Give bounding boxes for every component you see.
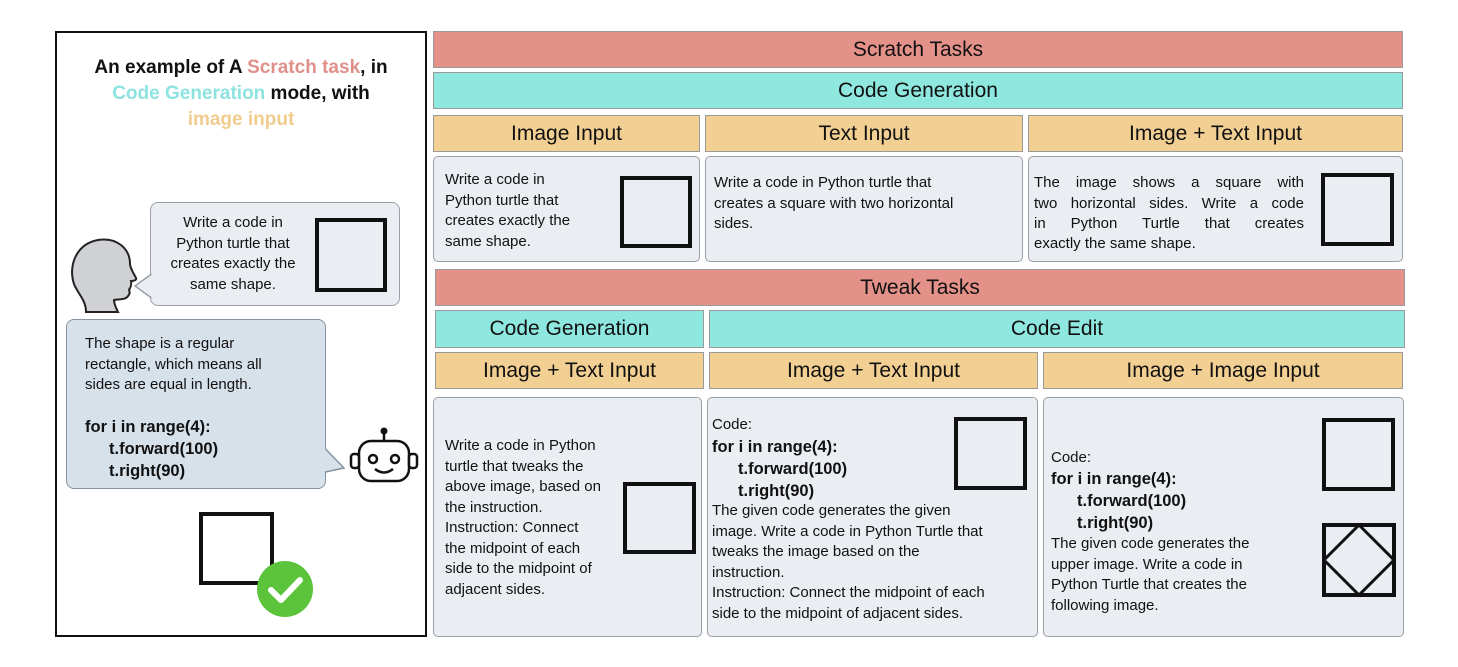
scratch-tasks-header: Scratch Tasks [433, 31, 1403, 68]
tweak-upper-square-image [1322, 418, 1395, 491]
tweak-gen-text: Write a code in Python turtle that tweak… [445, 437, 601, 598]
tweak-gen-square-image [623, 482, 696, 554]
tweak-edit-image-code-label: Code: [1051, 449, 1092, 466]
scratch-image-text-input-card: The image shows a square with two horizo… [1028, 156, 1403, 262]
tweak-edit-text: The given code generates the given image… [712, 502, 985, 622]
tweak-diamond-square-image [1322, 523, 1396, 597]
human-head-icon [71, 238, 138, 313]
tweak-gen-image-text-input-header: Image + Text Input [435, 352, 704, 389]
tweak-edit-image-text-input-header: Image + Text Input [709, 352, 1038, 389]
bot-response-text: The shape is a regular rectangle, which … [85, 335, 262, 393]
tweak-tasks-header: Tweak Tasks [435, 269, 1405, 306]
tweak-edit-image-text: The given code generates the upper image… [1051, 535, 1250, 614]
example-title: An example of A Scratch task, in Code Ge… [94, 57, 388, 130]
tweak-edit-code-label: Code: [712, 416, 753, 433]
checkmark-icon [257, 561, 313, 617]
user-bubble-tail [133, 273, 153, 299]
user-prompt-bubble: Write a code in Python turtle that creat… [150, 202, 400, 306]
tweak-edit-image-card: Code: for i in range(4): t.forward(100) … [1043, 397, 1404, 637]
scratch-text-input-header: Text Input [705, 115, 1023, 152]
robot-icon [349, 427, 419, 483]
scratch-text-input-card: Write a code in Python turtle that creat… [705, 156, 1023, 262]
tweak-gen-card: Write a code in Python turtle that tweak… [433, 397, 702, 637]
user-prompt-text: Write a code in Python turtle that creat… [170, 214, 296, 293]
tweak-edit-image-code: for i in range(4): t.forward(100) t.righ… [1051, 470, 1187, 532]
prompt-square-image [315, 218, 387, 292]
scratch-image-input-header: Image Input [433, 115, 700, 152]
result-square-image [199, 512, 274, 585]
tweak-edit-code: for i in range(4): t.forward(100) t.righ… [712, 438, 848, 500]
scratch-image-text-input-text-last: exactly the same shape. [1034, 235, 1196, 252]
tweak-edit-image-image-input-header: Image + Image Input [1043, 352, 1403, 389]
scratch-square-image [620, 176, 692, 248]
tweak-code-edit-header: Code Edit [709, 310, 1405, 348]
tweak-edit-text-card: Code: for i in range(4): t.forward(100) … [707, 397, 1038, 637]
scratch-code-generation-header: Code Generation [433, 72, 1403, 109]
tweak-edit-square-image [954, 417, 1027, 490]
tweak-code-generation-header: Code Generation [435, 310, 704, 348]
scratch-text-input-text: Write a code in Python turtle that creat… [714, 174, 954, 232]
scratch-image-text-input-header: Image + Text Input [1028, 115, 1403, 152]
scratch-image-text-input-text: The image shows a square with two horizo… [1034, 174, 1304, 232]
bot-response-bubble: The shape is a regular rectangle, which … [66, 319, 326, 489]
bot-response-code: for i in range(4): t.forward(100) t.righ… [85, 418, 219, 480]
scratch-image-input-card: Write a code in Python turtle that creat… [433, 156, 700, 262]
scratch-square-image-2 [1321, 173, 1394, 246]
scratch-image-input-text: Write a code in Python turtle that creat… [445, 171, 571, 250]
bot-bubble-tail [324, 448, 346, 473]
